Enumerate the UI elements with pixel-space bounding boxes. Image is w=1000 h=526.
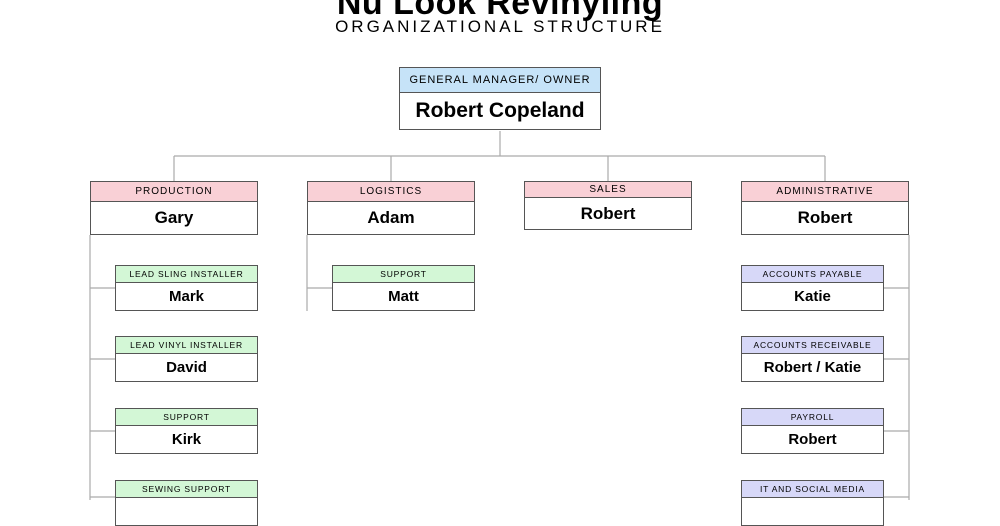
node-role-label: IT AND SOCIAL MEDIA — [741, 480, 884, 497]
node-role-label: SUPPORT — [115, 408, 258, 425]
node-logistics-support: SUPPORT Matt — [332, 265, 475, 311]
node-role-label: PAYROLL — [741, 408, 884, 425]
node-logistics: LOGISTICS Adam — [307, 181, 475, 235]
node-production: PRODUCTION Gary — [90, 181, 258, 235]
node-role-label: ADMINISTRATIVE — [741, 181, 909, 201]
node-payroll: PAYROLL Robert — [741, 408, 884, 454]
node-role-label: LEAD VINYL INSTALLER — [115, 336, 258, 353]
node-role-label: SALES — [524, 181, 692, 197]
node-person-name: Robert — [524, 197, 692, 230]
node-administrative: ADMINISTRATIVE Robert — [741, 181, 909, 235]
node-sewing-support: SEWING SUPPORT — [115, 480, 258, 526]
node-person-name: Matt — [332, 282, 475, 311]
chart-subtitle: ORGANIZATIONAL STRUCTURE — [335, 17, 665, 36]
node-it-social-media: IT AND SOCIAL MEDIA — [741, 480, 884, 526]
node-person-name: Robert — [741, 425, 884, 454]
chart-title: Nu Look Revinyling — [336, 0, 664, 22]
node-person-name: David — [115, 353, 258, 382]
node-production-support: SUPPORT Kirk — [115, 408, 258, 454]
node-role-label: ACCOUNTS RECEIVABLE — [741, 336, 884, 353]
node-person-name: Gary — [90, 201, 258, 235]
node-accounts-payable: ACCOUNTS PAYABLE Katie — [741, 265, 884, 311]
node-person-name — [115, 497, 258, 526]
node-person-name: Adam — [307, 201, 475, 235]
node-role-label: LEAD SLING INSTALLER — [115, 265, 258, 282]
node-accounts-receivable: ACCOUNTS RECEIVABLE Robert / Katie — [741, 336, 884, 382]
node-person-name: Robert Copeland — [399, 92, 601, 130]
node-role-label: SEWING SUPPORT — [115, 480, 258, 497]
node-person-name — [741, 497, 884, 526]
node-role-label: SUPPORT — [332, 265, 475, 282]
node-person-name: Robert / Katie — [741, 353, 884, 382]
node-person-name: Robert — [741, 201, 909, 235]
node-role-label: PRODUCTION — [90, 181, 258, 201]
node-lead-vinyl-installer: LEAD VINYL INSTALLER David — [115, 336, 258, 382]
node-person-name: Kirk — [115, 425, 258, 454]
node-sales: SALES Robert — [524, 181, 692, 230]
node-role-label: GENERAL MANAGER/ OWNER — [399, 67, 601, 92]
node-role-label: ACCOUNTS PAYABLE — [741, 265, 884, 282]
node-role-label: LOGISTICS — [307, 181, 475, 201]
node-general-manager: GENERAL MANAGER/ OWNER Robert Copeland — [399, 67, 601, 130]
node-lead-sling-installer: LEAD SLING INSTALLER Mark — [115, 265, 258, 311]
node-person-name: Mark — [115, 282, 258, 311]
connector-lines — [89, 131, 910, 500]
node-person-name: Katie — [741, 282, 884, 311]
